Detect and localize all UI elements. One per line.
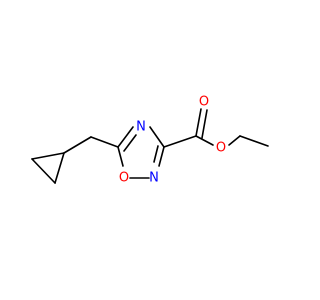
cyclopropyl-ring: [31, 152, 65, 184]
bond-c5-n4: [117, 126, 134, 148]
bond-ch2-c5: [90, 136, 119, 148]
bond-carbonyl-oester: [195, 135, 214, 146]
bond-o1-c5: [117, 146, 124, 167]
bond-carbonyl-double-b: [201, 109, 208, 139]
bond-cyclopropyl-ch2: [63, 136, 92, 154]
atom-label-n2: N: [149, 171, 159, 186]
atom-label-o-ester: O: [216, 141, 226, 156]
bond-c5-n4-inner: [123, 134, 137, 152]
ethyl-ester-group: [163, 108, 269, 148]
bond-c3-n2-inner: [153, 145, 159, 163]
oxadiazole-ring: [117, 126, 165, 179]
bond-carbonyl-double-a: [195, 108, 202, 137]
atom-label-o-carbonyl: O: [199, 95, 209, 110]
bond-c3-carbonyl: [163, 135, 197, 148]
bond-ch2-ch3: [239, 135, 269, 147]
atom-label-n4: N: [136, 120, 146, 135]
bond-n4-c3: [149, 126, 165, 148]
bond-c3-n2: [158, 146, 165, 167]
bond-ring-c1-c2: [31, 152, 65, 160]
bond-ring-c2-c3: [31, 158, 56, 184]
molecule-structure: N N O O O: [31, 95, 269, 186]
atom-label-o1: O: [119, 171, 129, 186]
bond-ring-c3-c1: [54, 152, 65, 184]
bond-oester-ch2: [228, 135, 241, 146]
